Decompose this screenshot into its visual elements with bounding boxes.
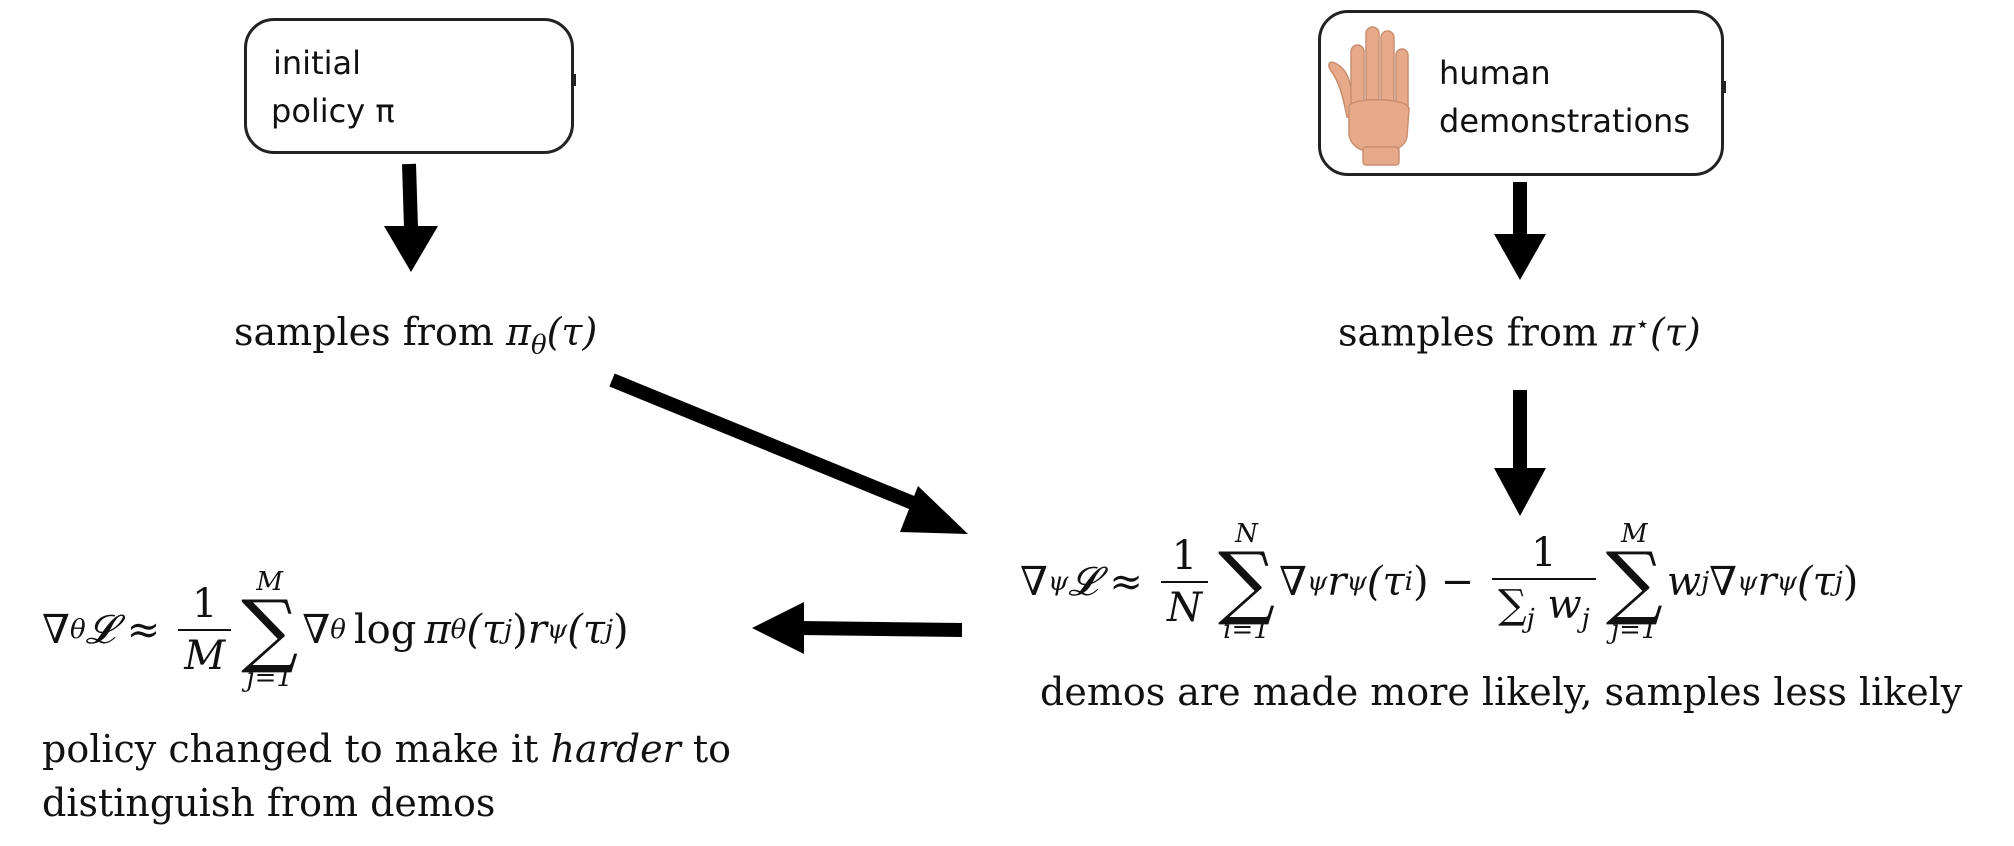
- reward-sum1: N∑i=1: [1217, 519, 1276, 645]
- policy-grad: ∇: [302, 607, 331, 653]
- samples-from-expert: samples from π⋆(τ): [1338, 310, 1701, 355]
- policy-loss: 𝓛: [85, 607, 115, 653]
- policy-r-close: ): [613, 607, 629, 653]
- reward-term1-sub: ψ: [1306, 567, 1328, 597]
- reward-sum2: M∑j=1: [1605, 519, 1663, 645]
- reward-frac2-wsub: j: [1581, 604, 1590, 634]
- policy-log: log: [353, 607, 417, 653]
- reward-nabla: ∇: [1020, 559, 1048, 605]
- policy-pi-sub: θ: [450, 615, 467, 645]
- samples-from-policy: samples from πθ(τ): [234, 310, 597, 361]
- samples-human-pi: π: [1609, 310, 1635, 355]
- samples-policy-arg: (τ): [546, 310, 598, 354]
- samples-human-text: samples from: [1338, 310, 1610, 355]
- policy-nabla-sub: θ: [69, 615, 86, 645]
- policy-r-arg: (τ: [567, 607, 605, 653]
- samples-policy-sub: θ: [530, 330, 547, 361]
- reward-term1-close: ): [1412, 559, 1429, 605]
- human-demonstrations-box: human demonstrations: [1318, 10, 1726, 176]
- samples-human-arg: (τ): [1649, 310, 1701, 355]
- reward-term2-rsub: ψ: [1776, 567, 1797, 597]
- policy-caption-before: policy changed to make it: [42, 727, 551, 771]
- policy-caption-emph: harder: [550, 727, 681, 771]
- arrow-human-to-samples: [1494, 182, 1546, 280]
- policy-arg-sub: j: [504, 615, 513, 645]
- policy-sum: M∑j=1: [241, 567, 299, 693]
- policy-close: ): [512, 607, 528, 653]
- policy-r-argsub: j: [604, 615, 614, 645]
- reward-frac2-num: 1: [1531, 530, 1557, 576]
- policy-caption-line2: distinguish from demos: [42, 781, 496, 825]
- initial-policy-line1: initial: [273, 44, 361, 82]
- reward-sum2-top: M: [1620, 519, 1648, 549]
- reward-frac2: 1∑j wj: [1492, 530, 1596, 634]
- reward-caption: demos are made more likely, samples less…: [1040, 670, 1963, 714]
- reward-nabla-sub: ψ: [1047, 567, 1069, 597]
- policy-arg: (τ: [466, 607, 505, 653]
- reward-minus: −: [1440, 559, 1475, 605]
- reward-term2-wsub: j: [1701, 567, 1710, 597]
- reward-term1-arg: (τ: [1366, 559, 1405, 605]
- policy-caption-after: to: [680, 727, 731, 771]
- arrow-reward-to-policy: [752, 602, 963, 654]
- reward-frac2-sum: ∑: [1498, 582, 1527, 628]
- policy-r-sub: ψ: [546, 615, 568, 645]
- reward-sum2-bottom: j=1: [1611, 615, 1658, 645]
- initial-policy-box: initial policy π: [244, 18, 576, 154]
- policy-approx: ≈: [126, 607, 161, 653]
- arrow-policy-to-samples: [384, 163, 438, 272]
- reward-loss: 𝓛: [1068, 559, 1098, 605]
- policy-sum-bottom: j=1: [246, 663, 293, 693]
- reward-sum1-bottom: i=1: [1223, 615, 1270, 645]
- policy-grad-sub: θ: [330, 615, 346, 645]
- policy-caption: policy changed to make it harder to dist…: [42, 722, 731, 830]
- human-line2: demonstrations: [1439, 102, 1690, 140]
- hand-icon: [1328, 26, 1410, 166]
- reward-sum1-top: N: [1235, 519, 1258, 549]
- human-line1: human: [1439, 54, 1551, 92]
- reward-term1-rsub: ψ: [1346, 567, 1367, 597]
- policy-nabla: ∇: [42, 607, 70, 653]
- policy-sum-top: M: [256, 567, 284, 597]
- reward-frac1-num: 1: [1171, 533, 1198, 579]
- reward-term2-nabla: ∇: [1709, 559, 1738, 605]
- policy-frac-den: M: [178, 629, 232, 679]
- arrow-policy-samples-to-reward: [609, 373, 968, 534]
- policy-frac-num: 1: [191, 581, 218, 627]
- reward-term2-arg: (τ: [1797, 559, 1835, 605]
- initial-policy-line2: policy π: [271, 92, 395, 130]
- reward-term2-argsub: j: [1834, 567, 1843, 597]
- reward-term1-argsub: i: [1404, 567, 1413, 597]
- reward-frac2-sum-sub: j: [1526, 604, 1535, 634]
- reward-term2-r: r: [1757, 559, 1777, 605]
- policy-r: r: [527, 607, 547, 653]
- policy-pi: π: [424, 607, 451, 653]
- samples-policy-pi: π: [505, 310, 531, 354]
- reward-term2-w: w: [1666, 559, 1702, 605]
- samples-policy-text: samples from: [234, 310, 506, 354]
- samples-human-sup: ⋆: [1634, 310, 1650, 338]
- reward-frac1-den: N: [1160, 581, 1208, 631]
- reward-term2-close: ): [1842, 559, 1859, 605]
- reward-term1-r: r: [1327, 559, 1347, 605]
- reward-frac2-den: ∑j wj: [1492, 578, 1596, 634]
- reward-term1-nabla: ∇: [1279, 559, 1307, 605]
- reward-frac2-w: w: [1547, 582, 1582, 628]
- reward-approx: ≈: [1109, 559, 1143, 605]
- reward-term2-sub: ψ: [1737, 567, 1758, 597]
- arrow-demo-samples-to-reward: [1494, 390, 1546, 516]
